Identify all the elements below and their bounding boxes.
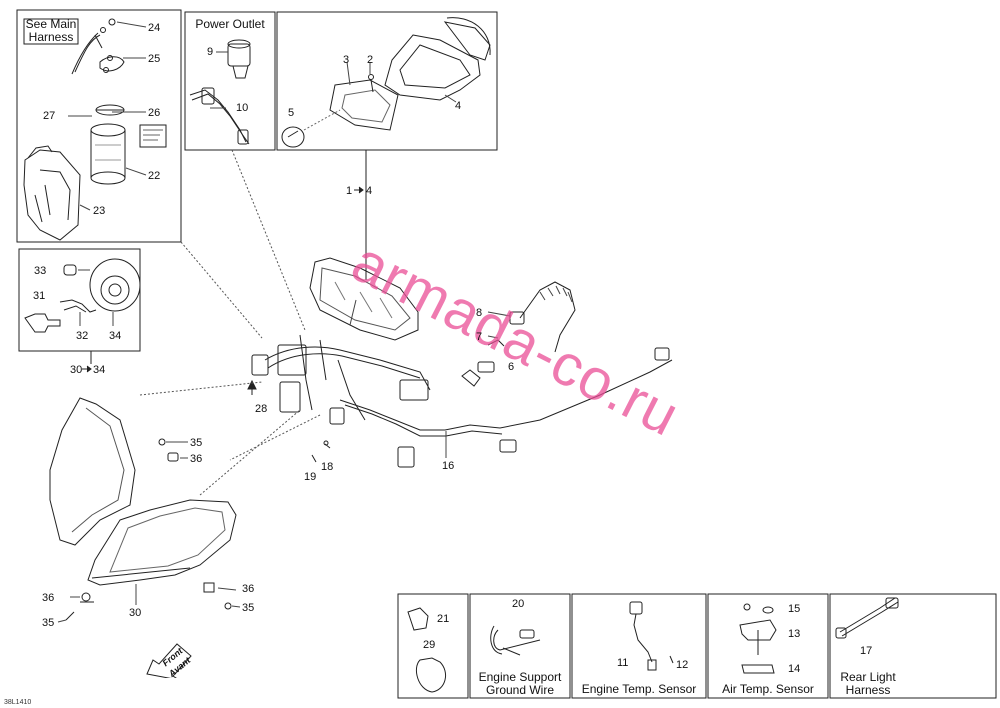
callout-13: 13: [788, 628, 801, 640]
cord-drawing: [461, 281, 576, 387]
callout-2: 2: [367, 54, 374, 66]
callout-25: 25: [148, 53, 161, 65]
callout-23: 23: [93, 205, 106, 217]
bottom-boxes-drawing: [407, 597, 899, 693]
callout-1-range-end: 4: [366, 185, 373, 197]
callout-19: 19: [304, 471, 317, 483]
air-temp-title: Air Temp. Sensor: [722, 682, 814, 696]
callout-36c: 36: [42, 592, 55, 604]
callout-30: 30: [129, 607, 142, 619]
gauge-parts-drawing: [281, 17, 491, 148]
callout-21: 21: [437, 613, 450, 625]
callout-29: 29: [423, 639, 436, 651]
harness-box-drawing: [23, 18, 167, 241]
callout-28: 28: [255, 403, 268, 415]
engine-temp-title: Engine Temp. Sensor: [581, 682, 697, 696]
engine-temp-box-frame: [571, 593, 707, 699]
callout-20: 20: [512, 598, 525, 610]
callout-36a: 36: [190, 453, 203, 465]
callout-18: 18: [321, 461, 334, 473]
clip-box-frame: [397, 593, 469, 699]
air-temp-box-frame: [707, 593, 829, 699]
callout-16: 16: [442, 460, 455, 472]
bulb-parts-drawing: [24, 258, 141, 333]
callout-5: 5: [288, 107, 295, 119]
callout-34: 34: [109, 330, 122, 342]
callout-4: 4: [455, 100, 462, 112]
callout-30-range-end: 34: [93, 364, 106, 376]
front-direction-marker: Front Avant: [143, 640, 203, 679]
callout-35c: 35: [42, 617, 55, 629]
diagram-code: 38L1410: [4, 699, 32, 706]
engine-support-title: Engine Support Ground Wire: [478, 670, 562, 697]
callout-17: 17: [860, 645, 873, 657]
callout-3: 3: [343, 54, 350, 66]
callout-9: 9: [207, 46, 214, 58]
callout-15: 15: [788, 603, 801, 615]
callout-11: 11: [617, 657, 629, 669]
gauge-cluster-drawing: [309, 257, 419, 341]
callout-33: 33: [34, 265, 47, 277]
bulb-box-frame: [18, 248, 141, 352]
rear-light-box-frame: [829, 593, 997, 699]
callout-30-range-start: 30: [70, 364, 83, 376]
callout-1-range-start: 1: [346, 185, 353, 197]
callout-26: 26: [148, 107, 161, 119]
callout-14: 14: [788, 663, 801, 675]
callout-10: 10: [236, 102, 249, 114]
callout-7: 7: [476, 331, 483, 343]
callout-35b: 35: [242, 602, 255, 614]
callout-31: 31: [33, 290, 46, 302]
callout-35a: 35: [190, 437, 203, 449]
headlight-drawing: [49, 397, 237, 605]
harness-box-title: See Main Harness: [25, 17, 77, 44]
rear-light-title: Rear Light Harness: [840, 670, 896, 697]
callout-12: 12: [676, 659, 689, 671]
callout-22: 22: [148, 170, 161, 182]
callout-8: 8: [476, 307, 483, 319]
callout-24: 24: [148, 22, 161, 34]
callout-32: 32: [76, 330, 89, 342]
power-outlet-box-frame: [184, 11, 276, 151]
power-outlet-drawing: [189, 39, 251, 145]
power-outlet-title: Power Outlet: [195, 17, 265, 31]
small-parts-drawing: [57, 379, 674, 664]
callout-6: 6: [508, 361, 515, 373]
harness-box-frame: [16, 9, 182, 243]
harness-drawing: [251, 334, 673, 468]
callout-27: 27: [43, 110, 56, 122]
gauge-box-frame: [276, 11, 498, 151]
callout-36b: 36: [242, 583, 255, 595]
engine-support-box-frame: [469, 593, 571, 699]
dotted-leaders: [139, 149, 321, 496]
